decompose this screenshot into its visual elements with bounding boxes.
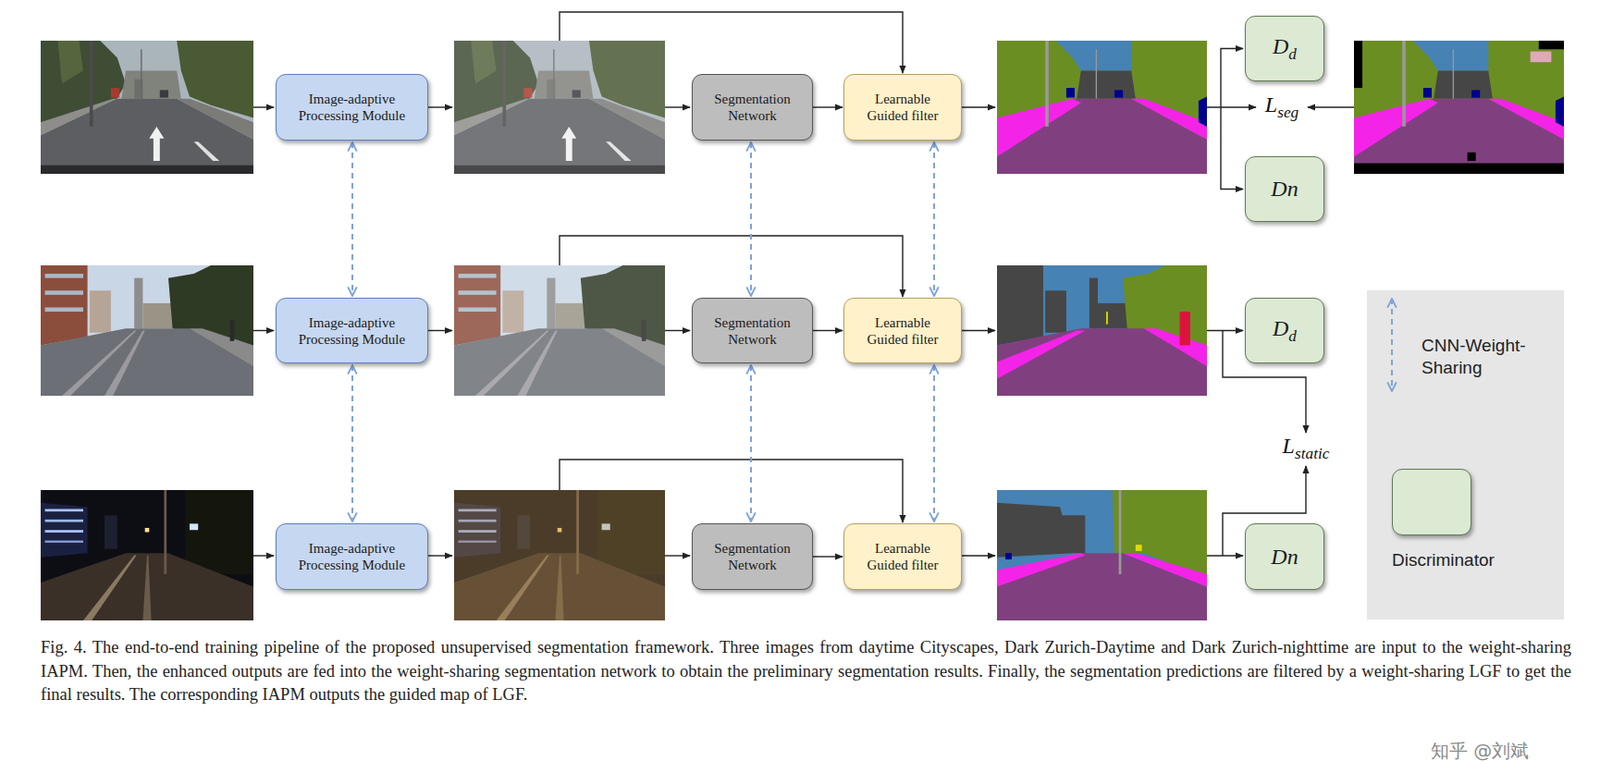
flow-wire	[1220, 107, 1244, 190]
flow-wire	[559, 235, 903, 297]
box-label: Segmentation Network	[701, 90, 803, 124]
flow-arrow	[812, 555, 843, 557]
flow-arrow	[812, 330, 843, 332]
segmentation-map	[996, 40, 1207, 174]
legend-item: CNN-Weight-Sharing	[1366, 290, 1564, 620]
flow-wire	[1220, 49, 1244, 109]
segmentation-map	[996, 265, 1207, 396]
legend-label: CNN-Weight-Sharing	[1421, 334, 1551, 380]
dashed-arrow-sample	[1390, 298, 1393, 392]
discriminator-box: Dn	[1244, 523, 1325, 591]
box-label: Image-adaptive Processing Module	[285, 90, 419, 124]
box-label: Image-adaptive Processing Module	[285, 540, 419, 574]
enhanced-photo	[454, 40, 665, 174]
weight-sharing-link	[750, 142, 752, 296]
box-label: Dd	[1272, 33, 1297, 65]
flow-wire	[664, 554, 690, 556]
box-label: Segmentation Network	[701, 540, 803, 574]
segmentation-map	[996, 490, 1207, 621]
legend-label: Discriminator	[1391, 549, 1559, 572]
flow-wire	[559, 459, 903, 523]
flow-wire	[253, 554, 274, 556]
filter-box: Learnable Guided filter	[843, 523, 962, 591]
legend-panel: CNN-Weight-SharingDiscriminator	[1366, 290, 1564, 620]
network-box: Segmentation Network	[691, 297, 813, 364]
box-label: Learnable Guided filter	[857, 90, 948, 124]
input-photo	[40, 40, 254, 174]
legend-sample-dashed-arrow	[1382, 295, 1402, 394]
filter-box: Learnable Guided filter	[843, 297, 962, 364]
process-box: Image-adaptive Processing Module	[275, 297, 429, 364]
flow-wire	[961, 106, 996, 108]
discriminator-box: Dd	[1244, 297, 1325, 364]
figure-caption: Fig. 4. The end-to-end training pipeline…	[40, 636, 1572, 708]
box-label: Dn	[1270, 543, 1298, 571]
process-box: Image-adaptive Processing Module	[275, 73, 429, 141]
network-box: Segmentation Network	[691, 523, 813, 591]
flow-wire	[559, 12, 903, 74]
enhanced-photo	[454, 490, 665, 621]
flow-wire	[961, 554, 996, 556]
loss-label: Lseg	[1265, 92, 1299, 123]
weight-sharing-link	[351, 142, 354, 296]
flow-wire	[428, 106, 453, 108]
flow-wire	[1307, 106, 1354, 108]
discriminator-box: Dd	[1244, 15, 1325, 82]
flow-wire	[428, 330, 453, 332]
flow-wire	[253, 106, 274, 108]
network-box: Segmentation Network	[691, 73, 813, 141]
weight-sharing-link	[933, 142, 936, 296]
box-label: Segmentation Network	[701, 314, 803, 348]
flow-wire	[253, 330, 274, 332]
flow-arrow	[812, 106, 843, 108]
box-label: Learnable Guided filter	[857, 540, 948, 574]
legend-swatch	[1391, 468, 1472, 536]
loss-label: Lstatic	[1282, 433, 1330, 464]
discriminator-box: Dn	[1244, 156, 1325, 222]
flow-wire	[664, 106, 690, 108]
flow-wire	[1206, 330, 1244, 332]
ground-truth-map	[1353, 40, 1564, 174]
filter-box: Learnable Guided filter	[843, 73, 962, 141]
flow-wire	[961, 330, 996, 332]
flow-wire	[428, 554, 453, 556]
flow-wire	[664, 330, 690, 332]
input-photo	[40, 265, 254, 396]
box-label: Learnable Guided filter	[857, 314, 948, 348]
watermark: 知乎 @刘斌	[1430, 738, 1529, 764]
input-photo	[40, 490, 254, 621]
weight-sharing-link	[750, 365, 752, 522]
box-label: Dd	[1272, 315, 1297, 347]
process-box: Image-adaptive Processing Module	[275, 523, 429, 591]
flow-wire	[1206, 554, 1244, 556]
box-label: Dn	[1270, 175, 1298, 203]
enhanced-photo	[454, 265, 665, 396]
box-label: Image-adaptive Processing Module	[285, 314, 419, 348]
flow-wire	[1206, 106, 1256, 108]
weight-sharing-link	[351, 365, 354, 522]
weight-sharing-link	[933, 365, 936, 522]
